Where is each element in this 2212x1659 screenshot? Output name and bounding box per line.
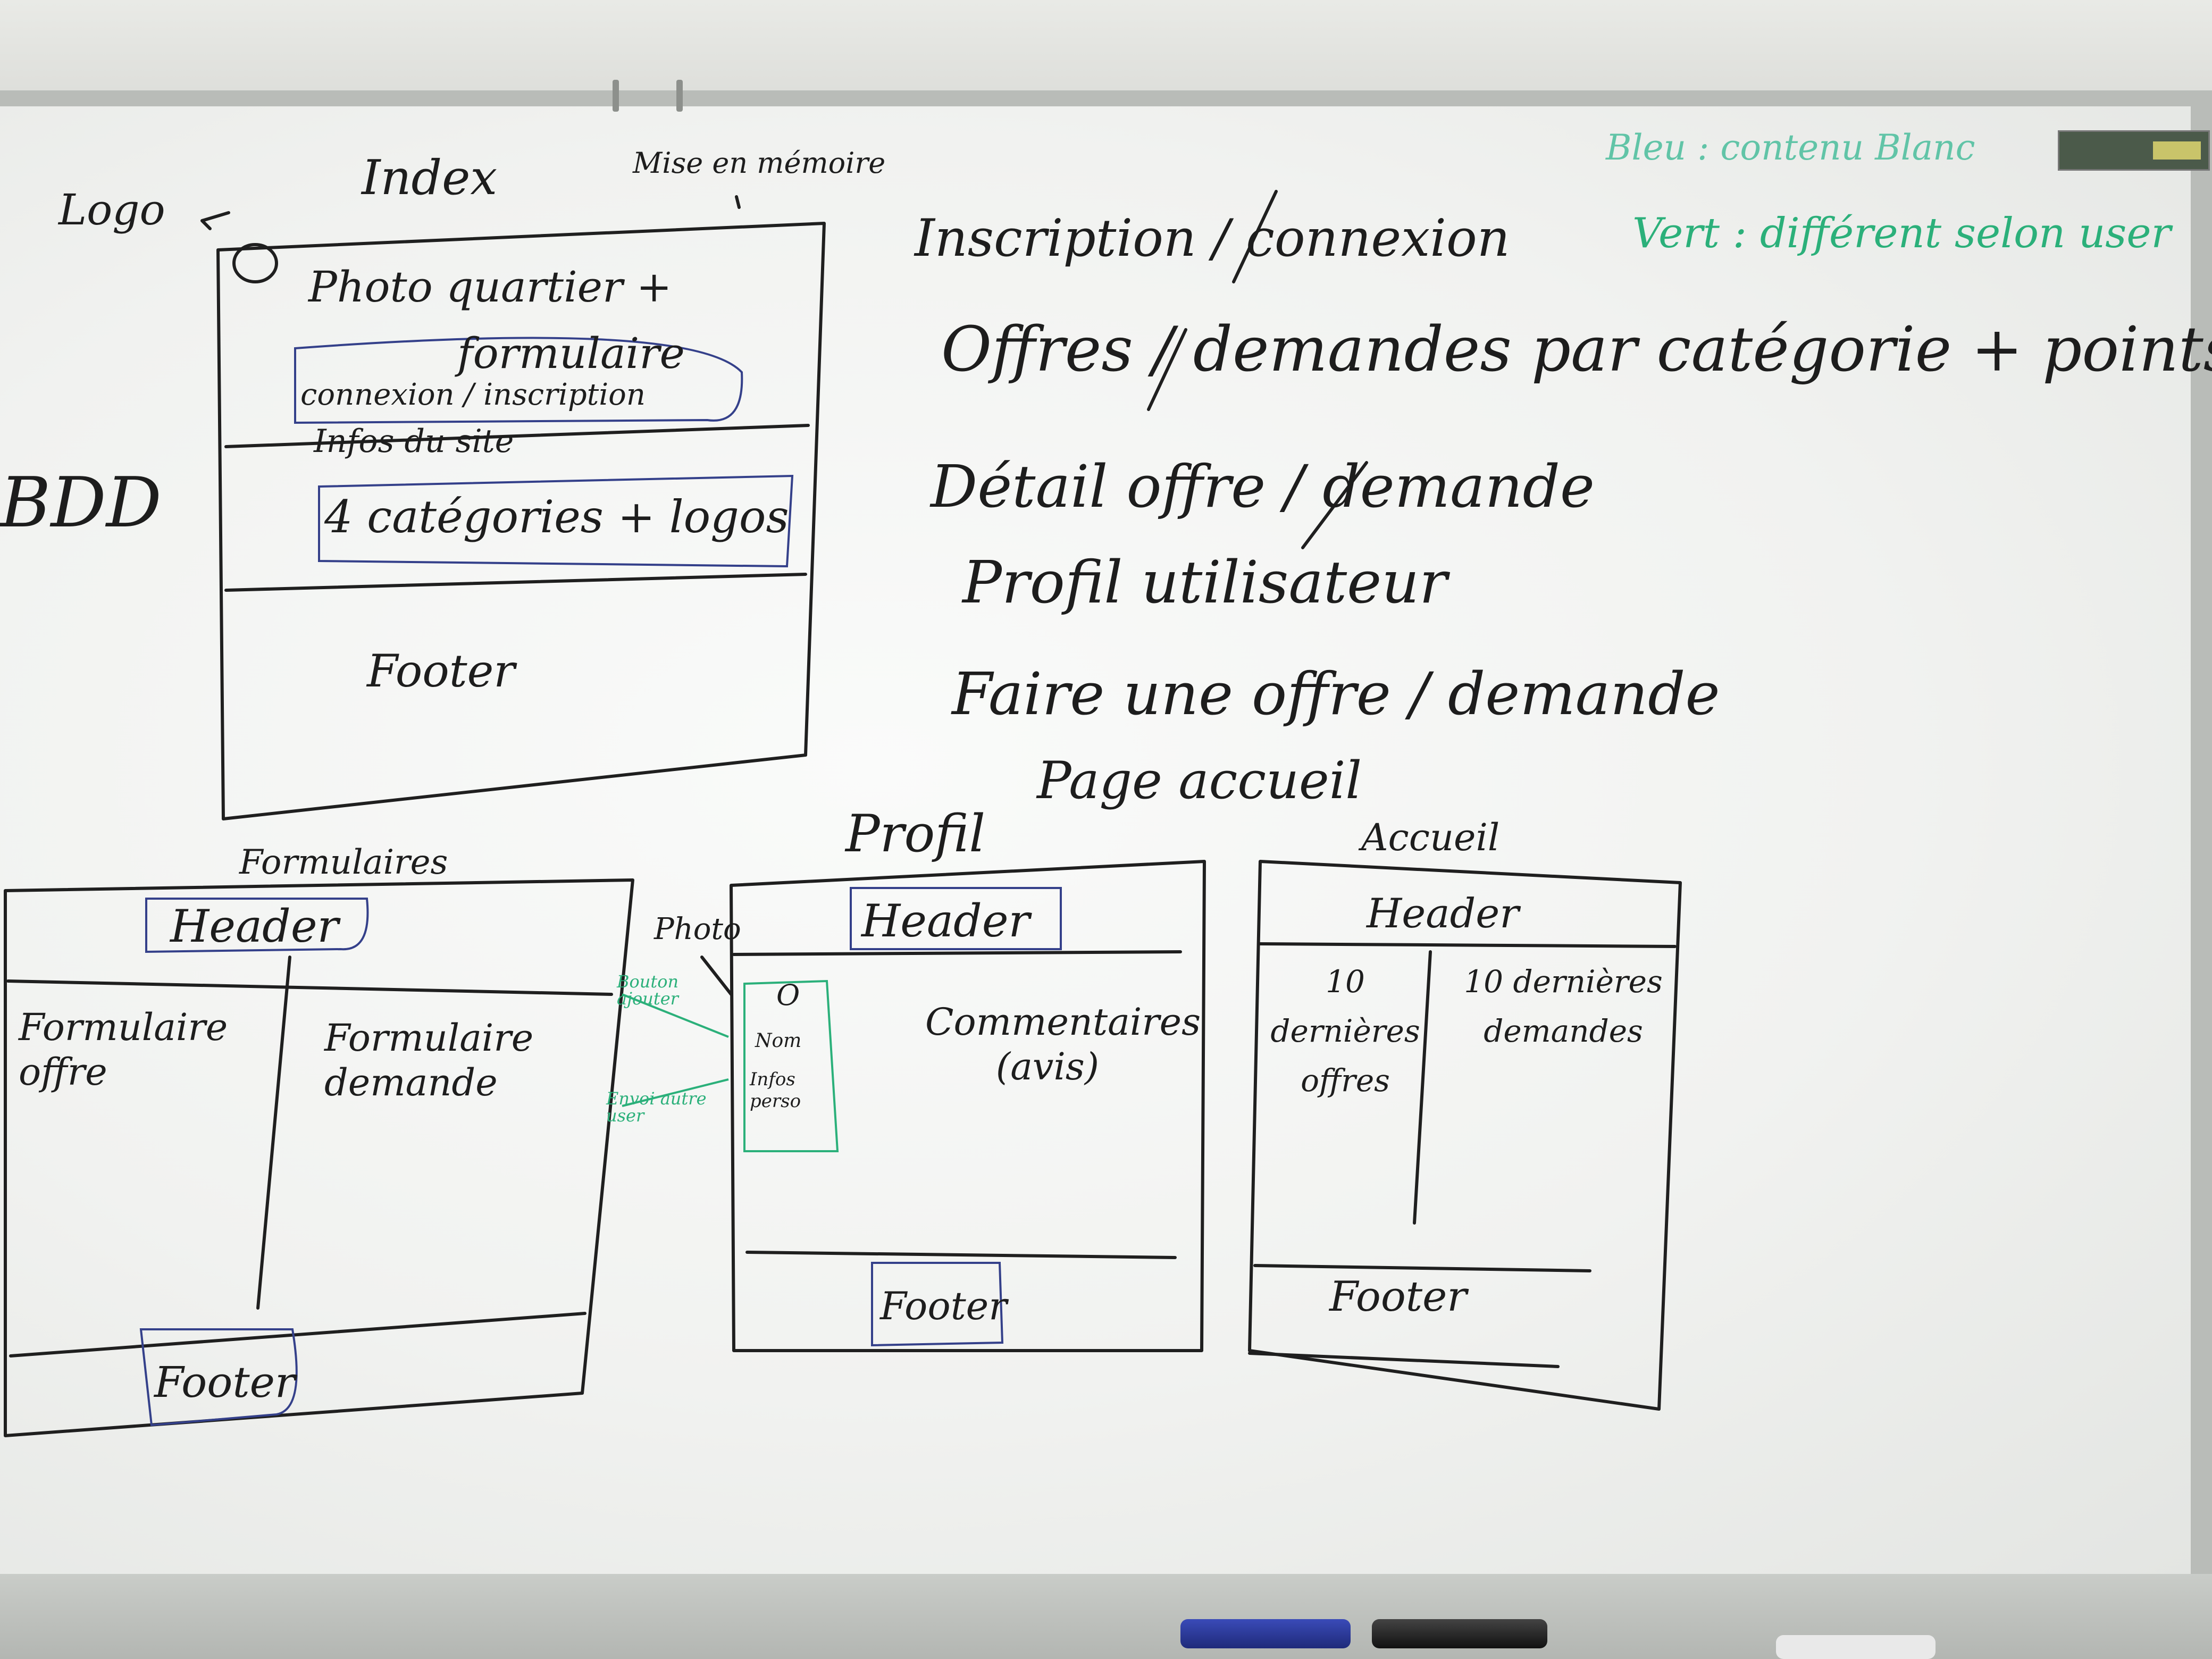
form-footer-highlight (139, 1328, 298, 1427)
blue-marker (1180, 1619, 1351, 1648)
accueil-right: 10 dernières demandes (1464, 963, 1663, 1049)
formulaires-right: Formulaire demande (324, 1016, 534, 1104)
memory-arrow (735, 195, 741, 209)
photo-arrow (700, 956, 733, 996)
accueil-frame (1248, 860, 1682, 1411)
board-clip (676, 80, 683, 112)
page-list-item: Faire une offre / demande (952, 660, 1720, 728)
categories-label: 4 catégories + logos (324, 491, 789, 543)
wall (0, 0, 2212, 106)
formulaires-divider (256, 956, 291, 1310)
green-arrow (622, 993, 729, 1038)
bdd-label: BDD (0, 462, 162, 543)
card-name: Nom (755, 1030, 802, 1052)
profil-frame (730, 860, 1206, 1352)
card-info: Infos perso (750, 1069, 801, 1112)
accueil-divider (1248, 1352, 1560, 1368)
page-list-item: Détail offre / demande (931, 453, 1595, 521)
form-highlight (294, 337, 743, 424)
profil-footer-highlight (871, 1262, 1004, 1347)
green-note: Bouton ajouter (617, 971, 679, 1009)
index-arrow (200, 211, 230, 230)
profil-comments: Commentaires (avis) (925, 1000, 1201, 1088)
profil-divider (745, 1251, 1177, 1259)
legend-blue-line: Bleu : contenu Blanc (1606, 127, 1975, 168)
memory-label: Mise en mémoire (633, 146, 886, 180)
board-clip (613, 80, 619, 112)
profil-card (743, 979, 839, 1152)
heart-logo (232, 243, 278, 283)
page-list-item: Inscription / connexion (915, 208, 1510, 268)
accueil-footer: Footer (1329, 1273, 1467, 1321)
slash-mark (1232, 190, 1278, 283)
profil-divider (732, 950, 1182, 956)
logo-label: Logo (58, 185, 165, 234)
green-note: Envoi autre user (606, 1088, 707, 1126)
accueil-title: Accueil (1361, 816, 1500, 859)
profil-title: Profil (845, 804, 986, 864)
formulaires-title: Formulaires (239, 843, 448, 882)
categories-highlight (318, 474, 794, 568)
profil-footer: Footer (880, 1284, 1007, 1328)
profil-header: Header (861, 895, 1030, 947)
legend-green-line: Vert : différent selon user (1632, 210, 2171, 257)
slash-mark (1147, 328, 1187, 411)
form-header-highlight (145, 898, 369, 953)
formulaires-left: Formulaire offre (19, 1006, 228, 1094)
formulaires-header: Header (170, 900, 339, 952)
index-divider (224, 573, 807, 592)
index-frame (216, 222, 826, 820)
board-sensor (2058, 130, 2210, 171)
accueil-left: 10 dernières offres (1270, 963, 1420, 1099)
card-initial: O (776, 978, 800, 1012)
accueil-divider (1253, 1264, 1591, 1272)
accueil-divider (1259, 942, 1677, 948)
accueil-header: Header (1367, 890, 1519, 937)
formulaires-divider (9, 1312, 586, 1358)
formulaires-footer: Footer (154, 1358, 296, 1407)
formulaires-frame (4, 878, 634, 1437)
page-list-item: Offres / demandes par catégorie + points (941, 314, 2212, 386)
photo-label: Photo (654, 912, 741, 946)
index-divider (224, 424, 810, 448)
white-marker (1776, 1635, 1936, 1659)
accueil-divider (1413, 950, 1432, 1225)
connexion-label: connexion / inscription (300, 378, 646, 412)
index-title: Index (362, 150, 498, 206)
profil-header-highlight (850, 887, 1062, 950)
photo-label: Photo quartier + (308, 262, 672, 312)
black-marker (1372, 1619, 1547, 1648)
page-list-item: Page accueil (1037, 751, 1362, 810)
footer-label: Footer (367, 645, 515, 697)
green-arrow (622, 1078, 729, 1107)
slash-mark (1301, 461, 1368, 549)
form-label: formulaire (457, 329, 685, 378)
formulaires-divider (6, 979, 613, 996)
infos-label: Infos du site (314, 423, 514, 460)
page-list-item: Profil utilisateur (962, 548, 1447, 616)
